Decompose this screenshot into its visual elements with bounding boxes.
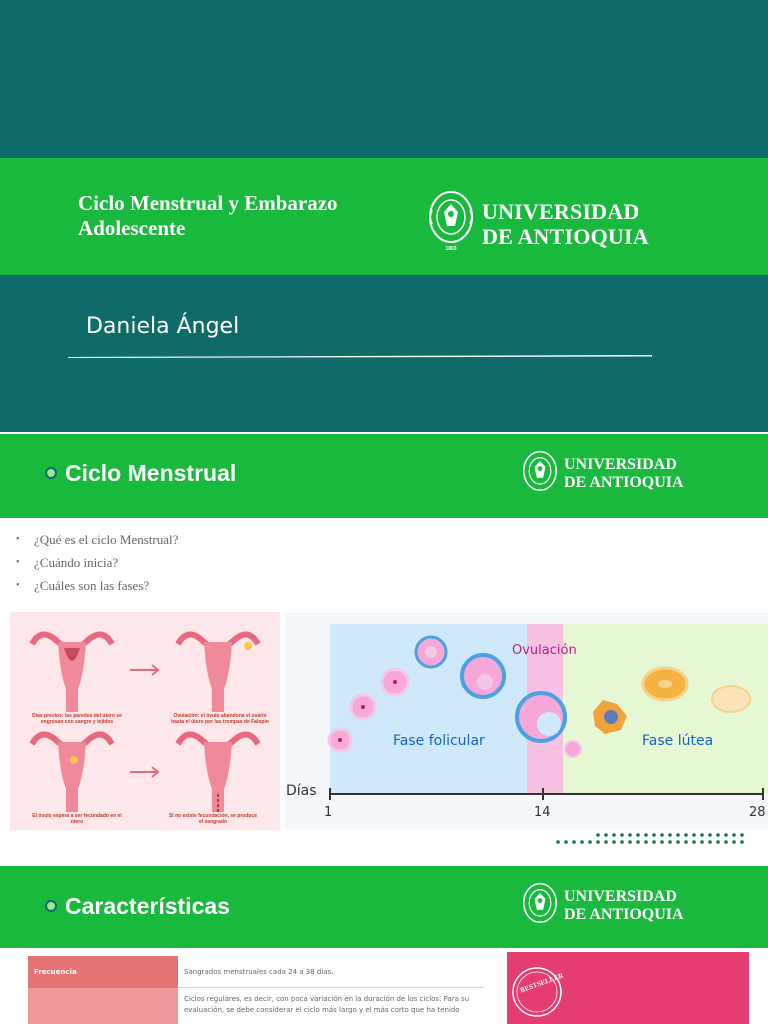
table-cell: Sangrados menstruales cada 24 a 38 días.: [178, 956, 484, 988]
university-logo-small: UNIVERSIDAD DE ANTIOQUIA: [522, 882, 722, 930]
decorative-dots: [556, 833, 744, 844]
slide3-heading: Características: [65, 893, 230, 919]
presentation-title: Ciclo Menstrual y Embarazo Adolescente: [78, 191, 418, 241]
ovulation-label: Ovulación: [512, 643, 577, 658]
author-name: Daniela Ángel: [86, 314, 240, 339]
bullet-icon: •: [16, 557, 20, 568]
bestseller-badge-icon: [512, 967, 562, 1017]
question-list: •¿Qué es el ciclo Menstrual? •¿Cuándo in…: [16, 530, 178, 599]
ruptured-follicle-icon: [515, 691, 567, 743]
caption: Días previos: las paredes del útero se e…: [32, 713, 122, 725]
seal-year: 1803: [445, 246, 456, 252]
cycle-phases-diagram: Ovulación Fase folicular Fase lútea Días…: [285, 612, 768, 830]
uterus-icon: [175, 731, 261, 814]
caption: Si no existe fecundación, se produce el …: [168, 813, 258, 825]
table-cell: Ciclos regulares, es decir, con poca var…: [178, 988, 484, 1024]
arrow-right-icon: [130, 766, 160, 778]
author-underline: [68, 355, 652, 358]
corpus-luteum-icon: [641, 666, 689, 702]
arrow-right-icon: [130, 664, 160, 676]
uterus-icon: [29, 631, 115, 712]
university-name-line-2: DE ANTIOQUIA: [564, 474, 684, 491]
list-item: •¿Qué es el ciclo Menstrual?: [16, 530, 178, 553]
corpus-albicans-icon: [711, 685, 751, 713]
characteristics-table: Frecuencia Sangrados menstruales cada 24…: [28, 956, 484, 1024]
axis-label-days: Días: [286, 783, 317, 799]
slide2-heading: Ciclo Menstrual: [65, 460, 237, 486]
heading-bullet-icon: [45, 467, 57, 479]
title-line-1: Ciclo Menstrual y Embarazo: [78, 191, 338, 215]
university-logo: 1803 UNIVERSIDAD DE ANTIOQUIA: [428, 190, 688, 252]
corpus-luteum-icon: [593, 700, 627, 734]
axis-tick-1: 1: [324, 805, 333, 820]
university-name-line-1: UNIVERSIDAD: [564, 456, 677, 473]
axis-tick-14: 14: [534, 805, 551, 820]
table-cell-line: Ciclos regulares, es decir, con poca var…: [184, 995, 470, 1003]
uterus-stages-illustration: Días previos: las paredes del útero se e…: [10, 612, 280, 830]
table-cell-line: evaluación, se debe considerar el ciclo …: [184, 1006, 460, 1014]
title-slide-bottom-band: [0, 275, 768, 432]
heading-bullet-icon: [45, 900, 57, 912]
bullet-icon: •: [16, 580, 20, 591]
slide3-header: [0, 866, 768, 948]
follicle-icon: [380, 667, 410, 697]
ovum-icon: [564, 740, 582, 758]
university-name-line-1: UNIVERSIDAD: [564, 888, 677, 905]
follicle-icon: [327, 727, 353, 753]
list-item: •¿Cuándo inicia?: [16, 553, 178, 576]
uterus-icon: [175, 631, 261, 712]
caption: El óvulo espera a ser fecundado en el út…: [32, 813, 122, 825]
follicular-phase-label: Fase folicular: [393, 733, 485, 749]
caption: Ovulación: el óvulo abandona el ovario h…: [171, 713, 269, 725]
axis-tick-28: 28: [749, 805, 766, 820]
follicle-icon: [460, 653, 506, 699]
table-header-cell: Frecuencia: [28, 956, 178, 988]
title-line-2: Adolescente: [78, 216, 186, 240]
list-item: •¿Cuáles son las fases?: [16, 576, 178, 599]
university-logo-small: UNIVERSIDAD DE ANTIOQUIA: [522, 450, 722, 498]
slide2-header: [0, 434, 768, 518]
university-name-line-2: DE ANTIOQUIA: [482, 224, 649, 249]
luteal-phase-label: Fase lútea: [642, 733, 714, 749]
uterus-icon: [29, 731, 115, 812]
university-seal-icon: [522, 450, 558, 492]
bullet-icon: •: [16, 534, 20, 545]
phases-timeline: [327, 624, 768, 800]
slide-separator: [0, 432, 768, 434]
follicle-icon: [349, 693, 377, 721]
uterus-diagram: [29, 631, 261, 814]
table-header-cell: [28, 988, 178, 1024]
university-seal-icon: 1803: [429, 191, 473, 252]
title-slide-top-band: [0, 0, 768, 158]
follicle-icon: [414, 635, 448, 669]
title-slide-green-band: [0, 158, 768, 275]
book-cover-image: BESTSELLER: [507, 952, 749, 1024]
university-name-line-2: DE ANTIOQUIA: [564, 906, 684, 923]
university-seal-icon: [522, 882, 558, 924]
university-name-line-1: UNIVERSIDAD: [482, 199, 640, 224]
